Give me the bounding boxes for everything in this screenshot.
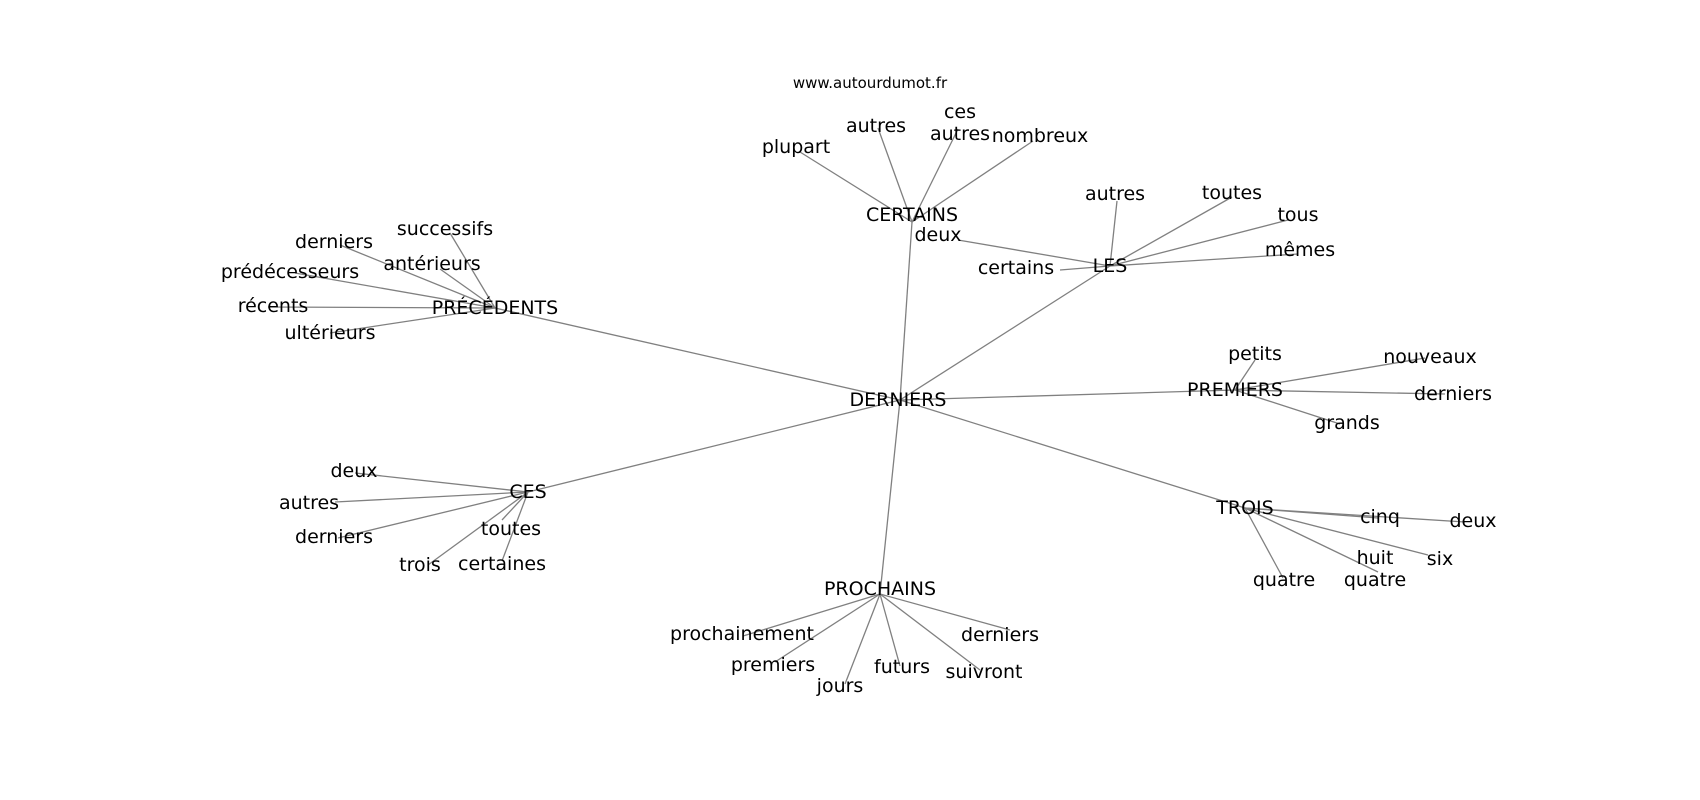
edge-trois-deux bbox=[1244, 507, 1466, 523]
edge-ces-toutes bbox=[501, 491, 529, 521]
edge-precedents-anterieurs bbox=[439, 268, 496, 309]
leaf-les-tous: tous bbox=[1277, 204, 1318, 226]
edge-derniers-trois bbox=[899, 399, 1246, 509]
edge-premiers-grands bbox=[1234, 389, 1341, 425]
node-les: LES bbox=[1093, 255, 1128, 277]
edge-les-toutes bbox=[1109, 196, 1233, 267]
edge-les-certains bbox=[1059, 265, 1111, 271]
edge-derniers-certains bbox=[899, 221, 913, 401]
leaf-ces-certaines: certaines bbox=[458, 553, 546, 575]
edge-premiers-nouveaux bbox=[1234, 357, 1426, 391]
edge-trois-huit-quatre bbox=[1244, 507, 1379, 573]
edge-derniers-prochains bbox=[879, 399, 901, 595]
leaf-trois-deux: deux bbox=[1449, 510, 1496, 532]
leaf-prochains-derniers: derniers bbox=[961, 624, 1039, 646]
leaf-les-toutes: toutes bbox=[1202, 182, 1262, 204]
leaf-premiers-nouveaux: nouveaux bbox=[1383, 346, 1477, 368]
edge-premiers-petits bbox=[1234, 359, 1256, 391]
edge-prochains-futurs bbox=[879, 593, 901, 667]
leaf-prochains-prochainement: prochainement bbox=[670, 623, 814, 645]
edge-derniers-premiers bbox=[899, 389, 1236, 401]
edge-certains-autres bbox=[877, 127, 913, 223]
edge-prochains-derniers bbox=[879, 593, 1011, 631]
leaf-premiers-derniers: derniers bbox=[1414, 383, 1492, 405]
leaf-prochains-premiers: premiers bbox=[731, 654, 815, 676]
node-prochains: PROCHAINS bbox=[824, 578, 936, 600]
edge-certains-ces-autres bbox=[911, 128, 959, 223]
leaf-certains-autres: autres bbox=[846, 115, 906, 137]
edge-certains-nombreux bbox=[911, 140, 1034, 223]
leaf-les-autres: autres bbox=[1085, 183, 1145, 205]
edge-prochains-suivront bbox=[879, 593, 981, 671]
leaf-precedents-recents: récents bbox=[238, 295, 309, 317]
edge-les-autres bbox=[1109, 200, 1118, 267]
site-url: www.autourdumot.fr bbox=[793, 74, 948, 92]
edge-ces-derniers bbox=[337, 491, 529, 539]
edge-les-memes bbox=[1109, 253, 1299, 267]
node-precedents: PRÉCÉDENTS bbox=[432, 296, 558, 319]
leaf-les-memes: mêmes bbox=[1265, 239, 1335, 261]
edge-precedents-derniers bbox=[339, 244, 496, 309]
edge-certains-plupart bbox=[799, 151, 913, 223]
edge-precedents-recents bbox=[267, 306, 496, 309]
node-premiers: PREMIERS bbox=[1187, 379, 1283, 401]
leaf-ces-derniers: derniers bbox=[295, 526, 373, 548]
node-derniers: DERNIERS bbox=[850, 389, 947, 411]
edge-derniers-les bbox=[899, 265, 1111, 401]
leaf-premiers-grands: grands bbox=[1314, 412, 1380, 434]
leaf-trois-quatre: quatre bbox=[1253, 569, 1315, 591]
leaf-precedents-derniers: derniers bbox=[295, 231, 373, 253]
leaf-ces-deux: deux bbox=[330, 460, 377, 482]
leaf-precedents-anterieurs: antérieurs bbox=[383, 253, 480, 275]
leaf-trois-six: six bbox=[1427, 548, 1453, 570]
edge-trois-quatre bbox=[1244, 507, 1284, 579]
edge-prochains-prochainement bbox=[742, 593, 881, 637]
edge-ces-autres bbox=[334, 491, 529, 503]
leaf-precedents-predecesseurs: prédécesseurs bbox=[221, 261, 359, 283]
leaf-certains-plupart: plupart bbox=[762, 136, 830, 158]
edge-premiers-derniers bbox=[1234, 389, 1446, 395]
leaf-prochains-jours: jours bbox=[816, 675, 864, 697]
node-trois: TROIS bbox=[1215, 497, 1273, 519]
edge-les-tous bbox=[1109, 219, 1289, 267]
leaf-ces-trois: trois bbox=[399, 554, 441, 576]
leaf-certains-nombreux: nombreux bbox=[992, 125, 1089, 147]
edge-derniers-ces bbox=[527, 399, 901, 493]
node-ces: CES bbox=[509, 481, 546, 503]
leaf-precedents-successifs: successifs bbox=[397, 218, 493, 240]
edge-precedents-successifs bbox=[449, 232, 496, 309]
edge-derniers-precedents bbox=[494, 307, 901, 401]
leaf-prochains-suivront: suivront bbox=[946, 661, 1023, 683]
graph-labels: www.autourdumot.fr DERNIERS CERTAINS plupa… bbox=[221, 74, 1497, 697]
edge-ces-deux bbox=[354, 472, 529, 493]
edge-precedents-ulterieurs bbox=[329, 307, 496, 334]
edge-ces-trois bbox=[427, 491, 529, 566]
leaf-ces-autres: autres bbox=[279, 492, 339, 514]
edge-ces-certaines bbox=[501, 491, 529, 562]
edge-les-deux bbox=[957, 239, 1111, 267]
edge-prochains-premiers bbox=[774, 593, 881, 663]
graph-edges bbox=[267, 127, 1466, 685]
leaf-ces-toutes: toutes bbox=[481, 518, 541, 540]
edge-prochains-jours bbox=[844, 593, 881, 685]
leaf-precedents-ulterieurs: ultérieurs bbox=[285, 322, 376, 344]
leaf-les-deux: deux bbox=[914, 224, 961, 246]
leaf-prochains-futurs: futurs bbox=[874, 656, 930, 678]
leaf-trois-cinq: cinq bbox=[1360, 506, 1400, 528]
edge-precedents-predecesseurs bbox=[294, 272, 496, 309]
edge-trois-six bbox=[1244, 507, 1429, 556]
leaf-les-certains: certains bbox=[978, 257, 1054, 279]
node-certains: CERTAINS bbox=[866, 204, 958, 226]
leaf-premiers-petits: petits bbox=[1228, 343, 1282, 365]
